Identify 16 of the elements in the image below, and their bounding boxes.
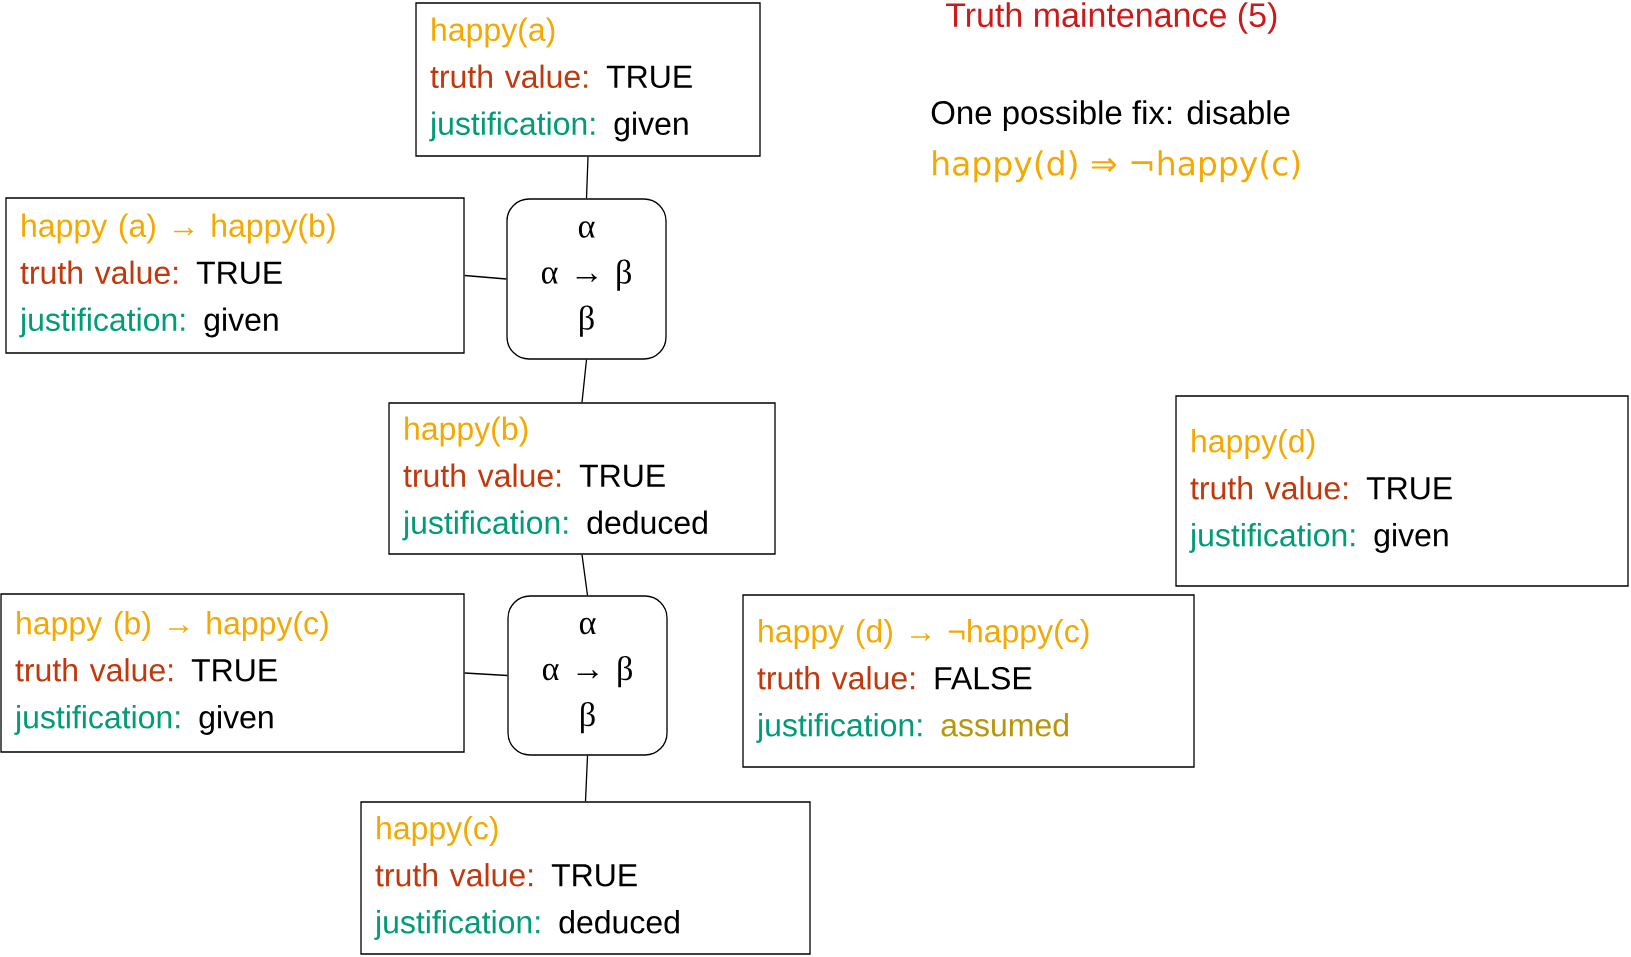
connector-line (581, 554, 589, 596)
connector-line (584, 755, 589, 802)
fact-box: happy(b) truth value: TRUE justification: deduced (388, 402, 776, 555)
note-text: One possible fix: disable (931, 100, 1290, 131)
connector-line (464, 672, 508, 677)
fact-box: happy(c) truth value: TRUE justification: deduced (360, 801, 811, 955)
fact-box: happy (d) → ¬happy(c) truth value: FALSE justification: assumed (742, 594, 1195, 768)
slide-title: Truth maintenance (5) (946, 2, 1277, 34)
fact-box: happy (a) → happy(b) truth value: TRUE justification: given (5, 197, 465, 354)
fact-box: happy(a) truth value: TRUE justification: given (415, 2, 761, 157)
connector-line (585, 156, 589, 199)
fact-box: happy(d) truth value: TRUE justification: given (1175, 395, 1629, 587)
connector-line (581, 359, 588, 403)
note-text: happy(d) ⇒ ¬happy(c) (933, 150, 1300, 183)
connector-line (464, 274, 507, 280)
fact-box: happy (b) → happy(c) truth value: TRUE justification: given (0, 593, 465, 753)
